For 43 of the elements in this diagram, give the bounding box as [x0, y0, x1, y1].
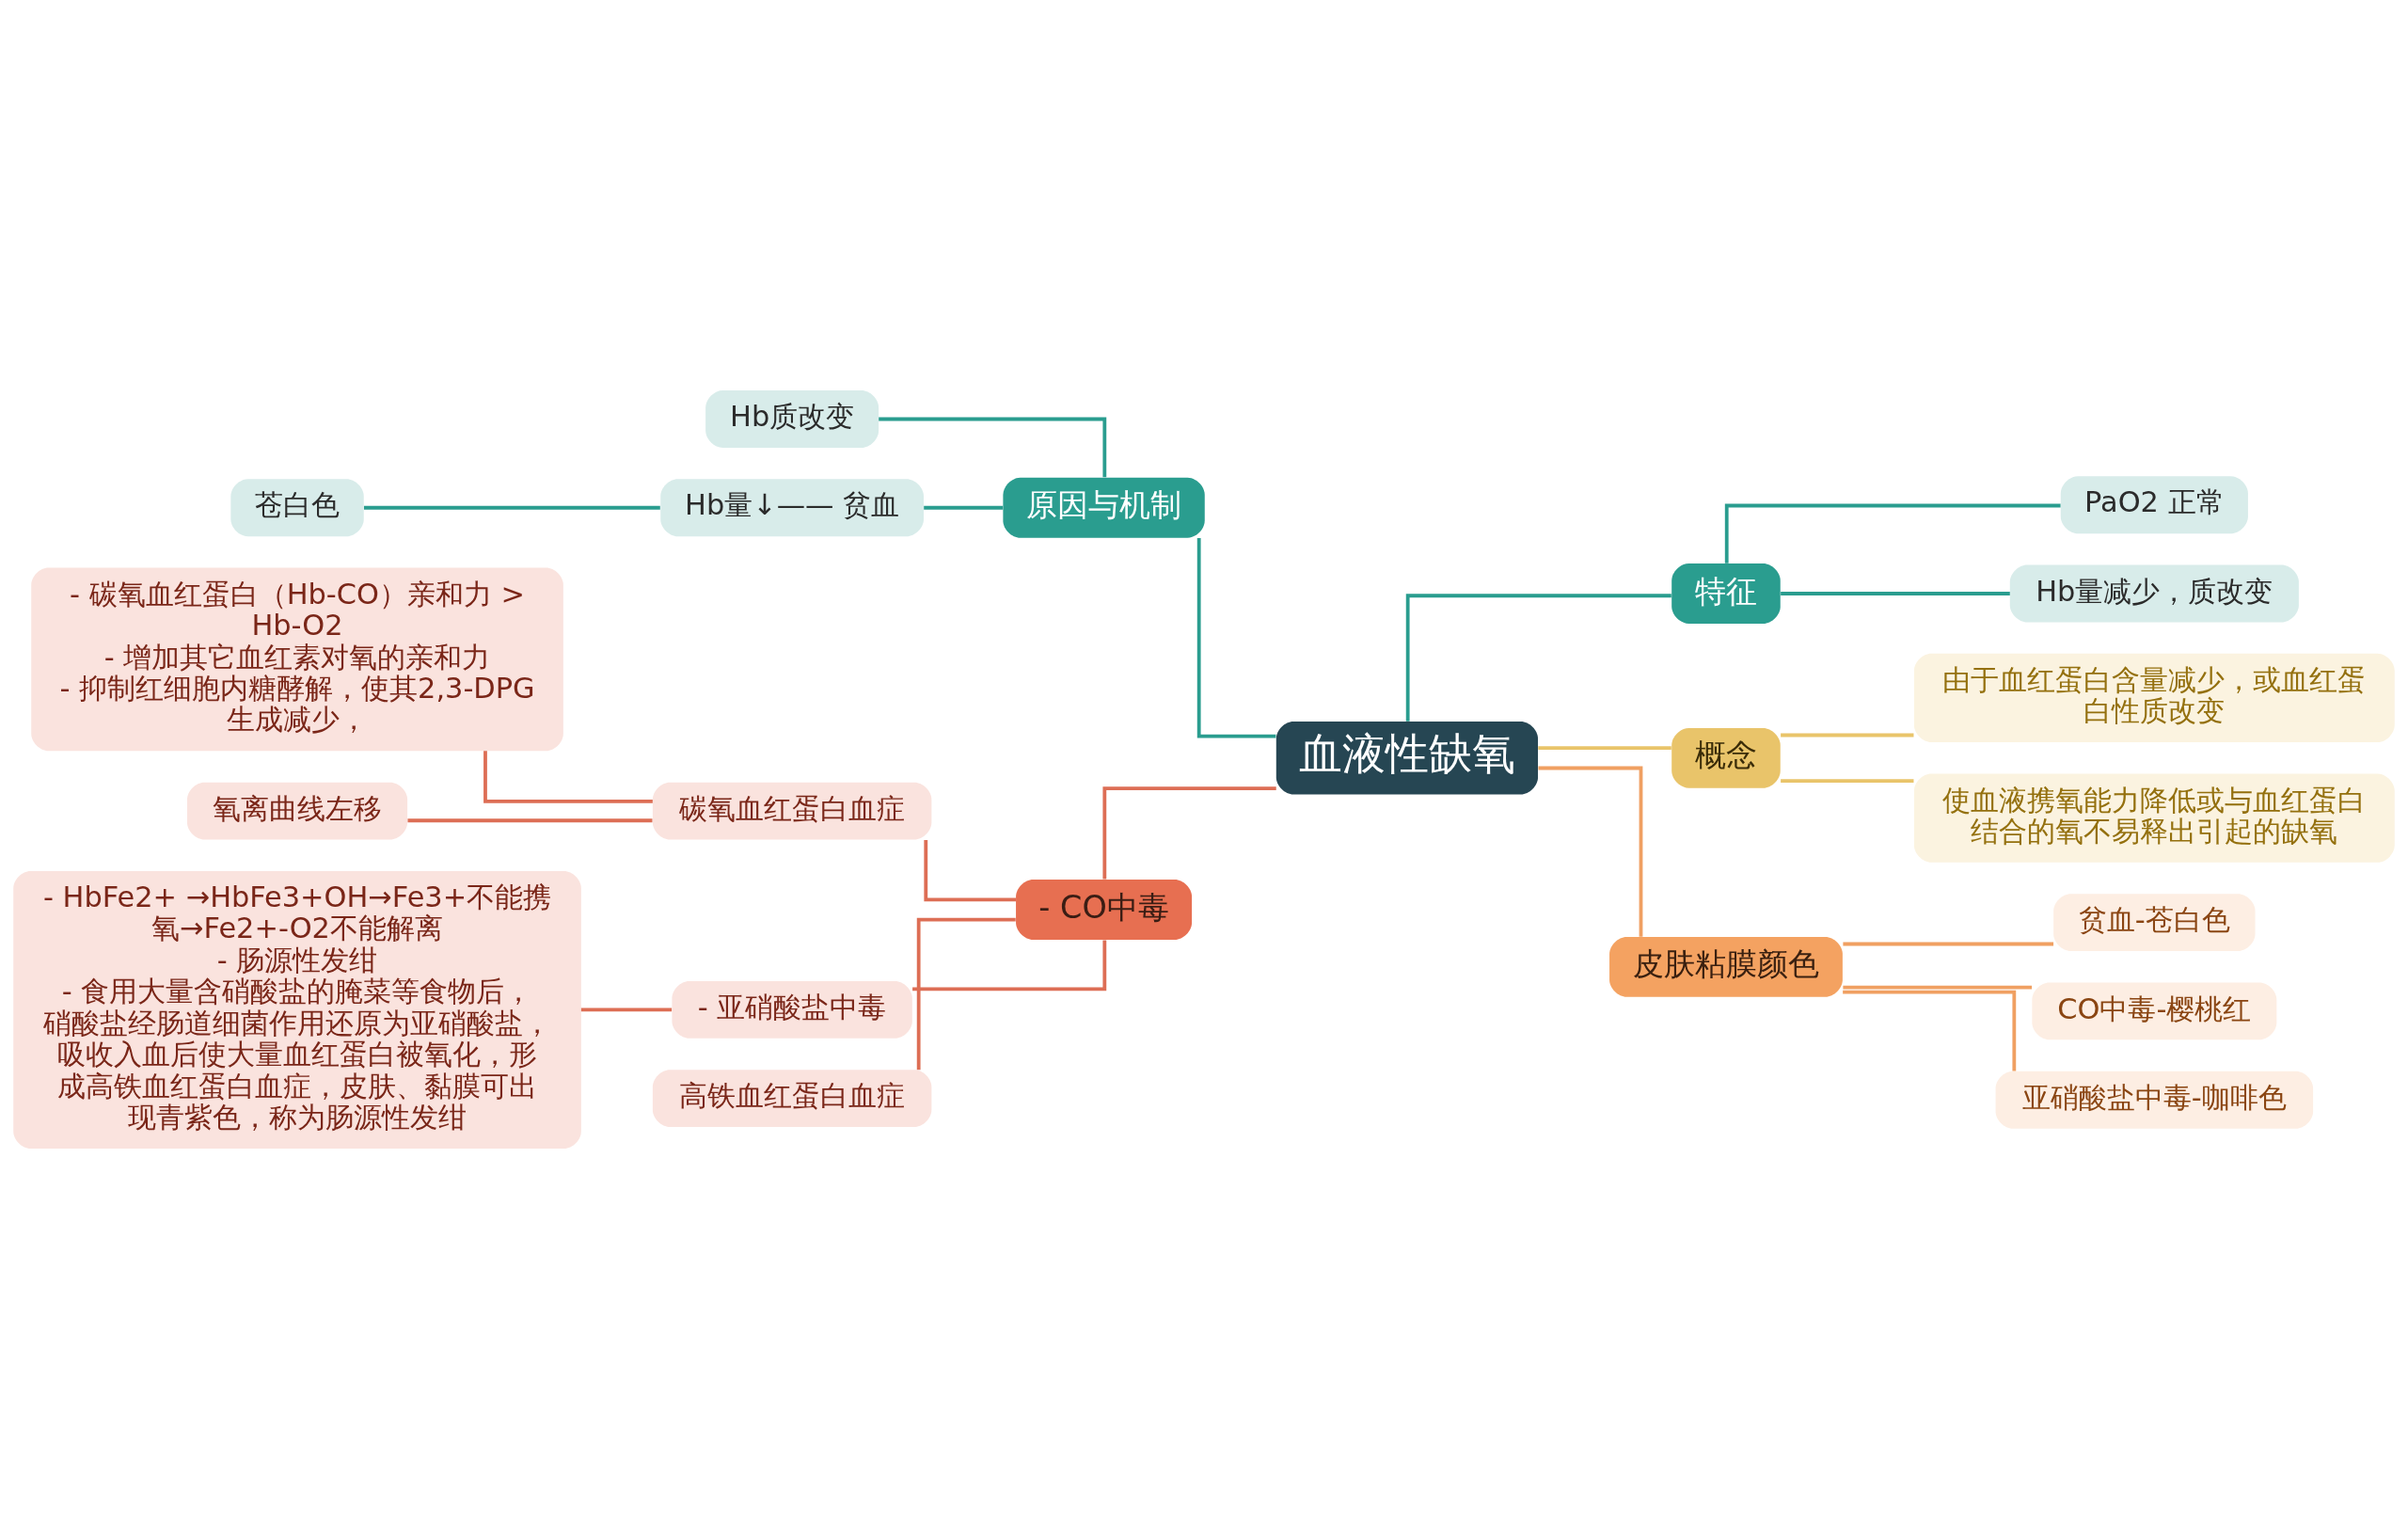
connector: [1781, 592, 2010, 595]
node-box: 氧离曲线左移: [186, 782, 408, 840]
connector: [912, 940, 1107, 992]
node-box: 使血液携氧能力降低或与血红蛋白结合的氧不易释出引起的缺氧: [1913, 773, 2395, 863]
connector: [1102, 786, 1276, 880]
connector: [580, 1007, 673, 1012]
connector: [1781, 733, 1914, 738]
node-box: - 亚硝酸盐中毒: [672, 981, 912, 1039]
connector: [1196, 538, 1276, 738]
connector: [1781, 779, 1914, 784]
connector: [879, 417, 1107, 478]
connector: [407, 818, 653, 823]
connector: [924, 505, 1004, 510]
node-box: CO中毒-樱桃红: [2032, 982, 2277, 1040]
node-box: 高铁血红蛋白血症: [652, 1070, 932, 1128]
node-box: 皮肤粘膜颜色: [1609, 936, 1843, 997]
connector: [1405, 594, 1671, 722]
node-box: - CO中毒: [1016, 880, 1193, 940]
connector: [1538, 766, 1643, 937]
node-box: 由于血红蛋白含量减少，或血红蛋白性质改变: [1913, 653, 2395, 743]
node-box: 特征: [1671, 563, 1781, 624]
node-box: 血液性缺氧: [1275, 722, 1538, 795]
connector: [483, 751, 653, 803]
node-box: 原因与机制: [1003, 477, 1205, 538]
node-box: 碳氧血红蛋白血症: [652, 782, 932, 840]
node-box: 亚硝酸盐中毒-咖啡色: [1995, 1071, 2314, 1129]
connector: [1538, 746, 1671, 751]
connector: [1843, 990, 2017, 1071]
node-box: 贫血-苍白色: [2053, 894, 2256, 952]
node-box: Hb量↓—— 贫血: [660, 479, 924, 537]
node-box: - 碳氧血红蛋白（Hb-CO）亲和力 > Hb-O2 - 增加其它血红素对氧的亲和力 - 抑制红细胞内糖酵解，使其2,3-DPG生成减少，: [31, 567, 563, 752]
connector: [916, 917, 1016, 1071]
connector: [1843, 942, 2054, 946]
connector: [924, 839, 1017, 902]
node-box: 苍白色: [230, 479, 364, 537]
node-box: Hb质改变: [705, 390, 879, 448]
connector: [364, 505, 660, 510]
connector: [1724, 503, 2061, 563]
node-box: PaO2 正常: [2060, 476, 2248, 534]
node-box: 概念: [1671, 727, 1781, 788]
node-box: Hb量减少，质改变: [2009, 564, 2299, 623]
node-box: - HbFe2+ →HbFe3+OH→Fe3+不能携氧→Fe2+-O2不能解离 - 肠源性发绀 - 食用大量含硝酸盐的腌菜等食物后，硝酸盐经肠道细菌作用还原为亚硝酸盐，吸收入血后使大量血红蛋白被氧化，形成高铁血红蛋白血症，皮肤、黏膜可出现青紫色，称为肠源性发绀: [13, 870, 581, 1149]
connector: [1843, 985, 2033, 990]
